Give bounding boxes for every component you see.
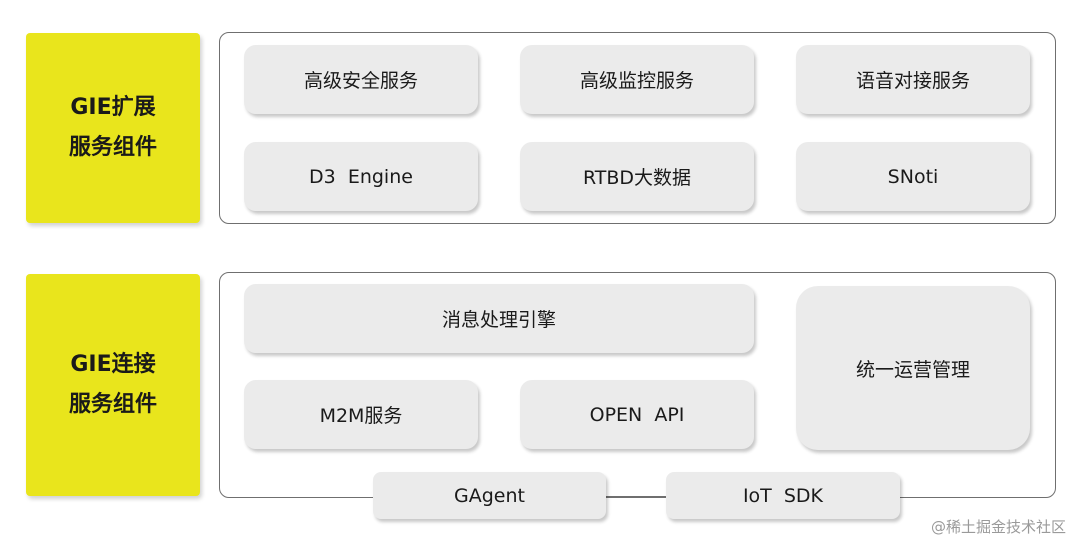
m2m-service-box: M2M服务: [244, 380, 478, 449]
extension-label-line1: GIE扩展: [70, 95, 156, 120]
extension-section-label: GIE扩展 服务组件: [26, 33, 200, 223]
message-processing-engine-box: 消息处理引擎: [244, 284, 754, 353]
gagent-sdk-connector: [606, 496, 666, 498]
watermark: @稀土掘金技术社区: [930, 518, 1066, 536]
iot-sdk-box: IoT SDK: [666, 472, 900, 519]
open-api-box: OPEN API: [520, 380, 754, 449]
voice-integration-service-box: 语音对接服务: [796, 45, 1030, 114]
connection-label-line1: GIE连接: [70, 352, 156, 377]
connection-section-label: GIE连接 服务组件: [26, 274, 200, 496]
advanced-security-service-box: 高级安全服务: [244, 45, 478, 114]
unified-operations-management-box: 统一运营管理: [796, 286, 1030, 450]
rtbd-big-data-box: RTBD大数据: [520, 142, 754, 211]
d3-engine-box: D3 Engine: [244, 142, 478, 211]
connection-label-line2: 服务组件: [68, 392, 157, 417]
gagent-box: GAgent: [373, 472, 606, 519]
snoti-box: SNoti: [796, 142, 1030, 211]
extension-label-line2: 服务组件: [68, 135, 157, 160]
advanced-monitoring-service-box: 高级监控服务: [520, 45, 754, 114]
